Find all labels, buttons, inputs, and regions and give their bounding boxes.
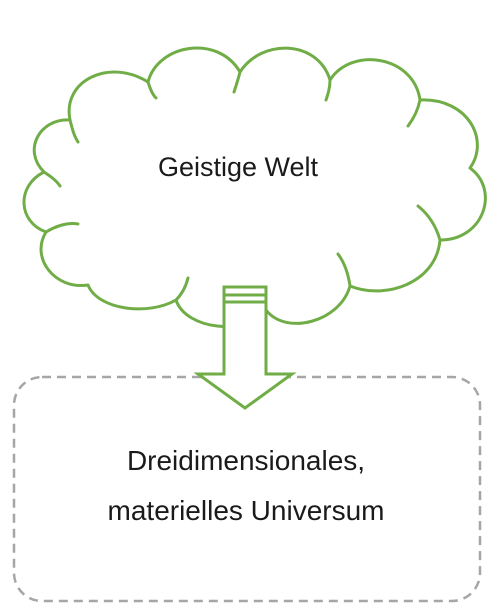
cloud-label: Geistige Welt xyxy=(158,152,319,182)
down-arrow xyxy=(193,285,297,410)
universe-label-line2: materielles Universum xyxy=(108,495,385,526)
universe-box xyxy=(12,375,482,603)
universe-label-line1: Dreidimensionales, xyxy=(127,445,365,476)
cloud-shape xyxy=(22,46,487,328)
